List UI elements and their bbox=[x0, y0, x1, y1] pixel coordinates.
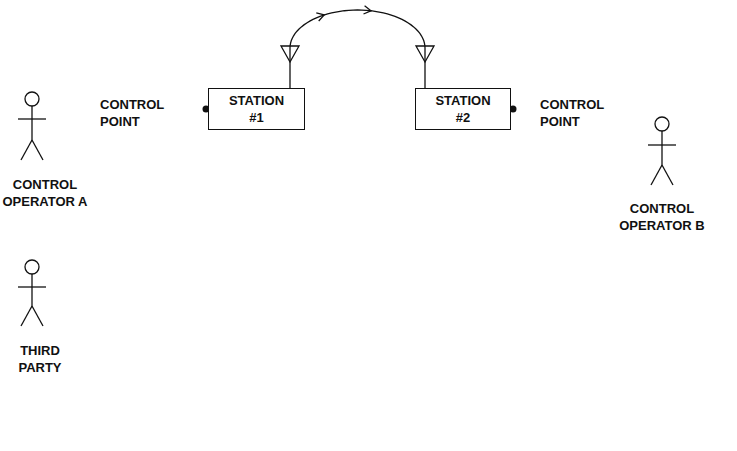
role-label: CONTROL OPERATOR B bbox=[617, 200, 707, 234]
station-label: STATION #1 bbox=[224, 92, 290, 126]
role-label: THIRD PARTY bbox=[5, 342, 75, 376]
role-label: CONTROL POINT bbox=[540, 96, 622, 130]
station-box: STATION #1 bbox=[208, 88, 305, 130]
role-label: CONTROL OPERATOR A bbox=[0, 176, 90, 210]
arrowhead bbox=[363, 6, 370, 14]
station-label: STATION #2 bbox=[430, 92, 496, 126]
stick-figure bbox=[18, 92, 46, 160]
station-box: STATION #2 bbox=[415, 88, 511, 130]
radio-link bbox=[290, 10, 425, 88]
stick-figure bbox=[18, 260, 46, 326]
arrowhead bbox=[316, 13, 324, 21]
stick-figure bbox=[648, 117, 676, 185]
role-label: CONTROL POINT bbox=[100, 96, 182, 130]
